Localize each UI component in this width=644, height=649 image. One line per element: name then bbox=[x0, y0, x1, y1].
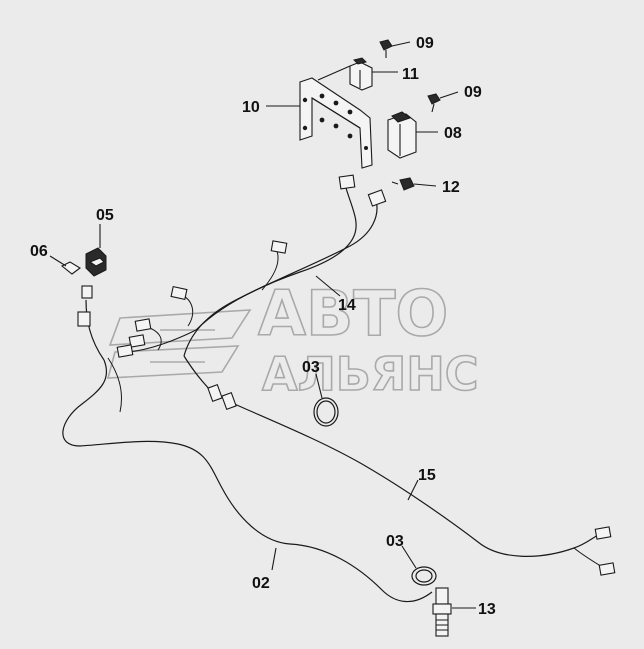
callout-13: 13 bbox=[478, 601, 496, 618]
callout-15: 15 bbox=[418, 467, 436, 484]
bolt-part-12 bbox=[391, 177, 415, 191]
bolt-part-09-lower bbox=[427, 93, 441, 113]
callout-12: 12 bbox=[442, 179, 460, 196]
clamp-part-03-upper bbox=[313, 397, 339, 427]
watermark-line2: АЛЬЯНС bbox=[262, 347, 479, 401]
cover-part-06 bbox=[60, 261, 81, 275]
callouts: 09 11 10 09 08 12 05 06 14 03 15 03 02 1… bbox=[30, 35, 496, 618]
callout-11: 11 bbox=[402, 66, 419, 83]
callout-14: 14 bbox=[338, 297, 356, 314]
callout-03-lower: 03 bbox=[386, 533, 404, 550]
relay-part-11 bbox=[349, 57, 373, 91]
leader-lines bbox=[49, 41, 476, 609]
callout-06: 06 bbox=[30, 243, 48, 260]
watermark-logo-icon bbox=[106, 309, 252, 379]
callout-10: 10 bbox=[242, 99, 260, 116]
relay-part-08 bbox=[387, 111, 417, 159]
callout-08: 08 bbox=[444, 125, 462, 142]
watermark-line1: АВТО bbox=[258, 277, 448, 350]
sensor-part-13 bbox=[432, 587, 452, 637]
bolt-part-09-upper bbox=[379, 39, 393, 58]
callout-09-lower: 09 bbox=[464, 84, 482, 101]
callout-09-upper: 09 bbox=[416, 35, 434, 52]
callout-02: 02 bbox=[252, 575, 270, 592]
bracket-part-10 bbox=[299, 77, 373, 169]
clamp-part-03-lower bbox=[411, 566, 437, 586]
callout-03-upper: 03 bbox=[302, 359, 320, 376]
harness-part-14 bbox=[62, 187, 433, 603]
connectors bbox=[77, 174, 616, 576]
callout-05: 05 bbox=[96, 207, 114, 224]
watermark: АВТО АЛЬЯНС bbox=[106, 276, 479, 402]
switch-part-05 bbox=[85, 247, 107, 277]
